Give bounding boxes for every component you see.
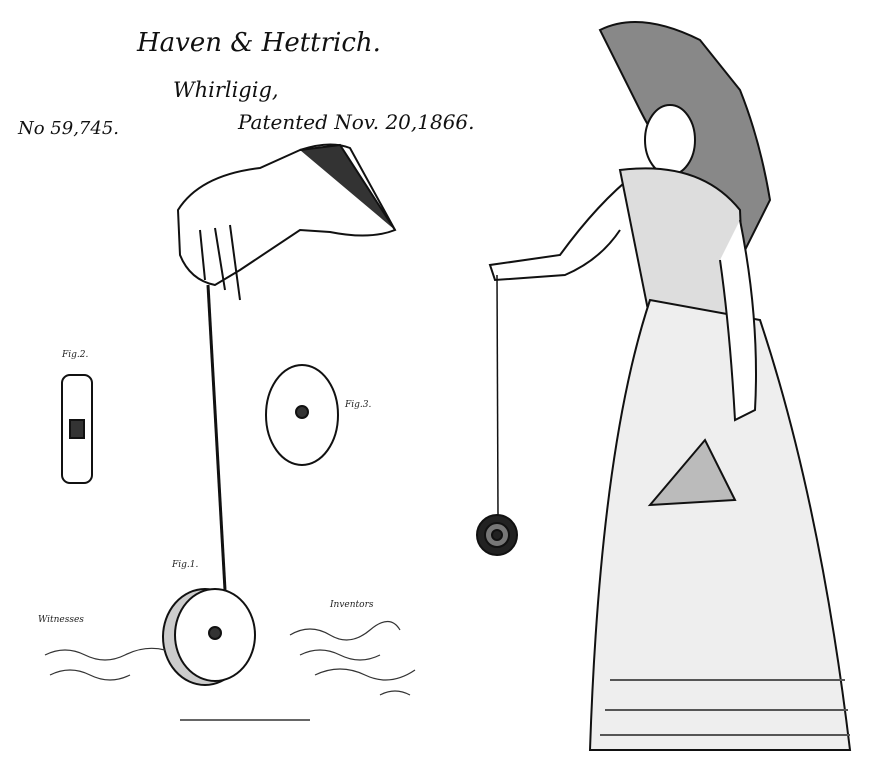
patent-inventors-heading: Haven & Hettrich. — [137, 28, 381, 58]
fig3-label: Fig.3. — [345, 400, 372, 410]
yoyo-fig3-disc — [265, 364, 339, 466]
hand-drawing — [176, 143, 397, 301]
yoyo-fig2-section — [61, 374, 93, 484]
fig1-label: Fig.1. — [172, 560, 199, 570]
inventors-label: Inventors — [330, 600, 374, 610]
woman-yoyo-string — [496, 274, 499, 516]
yoyo-fig1 — [162, 588, 256, 686]
yoyo-string — [206, 284, 227, 591]
patent-title: Whirligig, — [173, 78, 279, 102]
woman-with-yoyo-drawing — [488, 21, 852, 751]
patent-number: No 59,745. — [18, 118, 120, 139]
patent-date: Patented Nov. 20,1866. — [238, 110, 475, 134]
witnesses-label: Witnesses — [38, 615, 84, 625]
fig2-label: Fig.2. — [62, 350, 89, 360]
signatures — [44, 620, 416, 696]
woman-yoyo — [476, 514, 518, 556]
